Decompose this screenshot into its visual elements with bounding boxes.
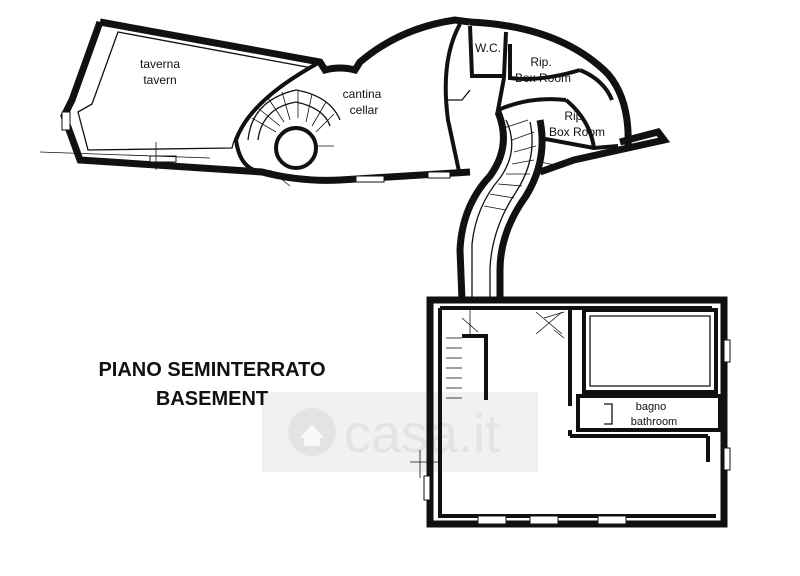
room-bagno-en: bathroom <box>631 416 677 428</box>
connecting-corridor <box>456 110 546 301</box>
room-cantina-en: cellar <box>350 103 379 117</box>
north-wing-walls <box>39 16 671 187</box>
room-taverna-en: tavern <box>143 73 176 87</box>
room-wc: W.C. <box>475 41 501 55</box>
room-rip2-it: Rip. <box>564 109 585 123</box>
room-rip2-en: Box Room <box>549 125 605 139</box>
south-block-walls <box>410 296 731 528</box>
room-taverna-it: taverna <box>140 57 180 71</box>
casa-house-icon <box>288 408 336 456</box>
plan-title-line2: BASEMENT <box>156 388 268 410</box>
room-bagno-it: bagno <box>636 401 667 413</box>
casa-watermark: casa.it <box>262 392 538 472</box>
spiral-staircase <box>247 89 341 170</box>
room-rip1-it: Rip. <box>530 55 551 69</box>
watermark-text: casa.it <box>344 404 500 464</box>
room-cantina-it: cantina <box>343 87 382 101</box>
plan-title-line1: PIANO SEMINTERRATO <box>98 359 325 381</box>
room-rip1-en: Box Room <box>515 71 571 85</box>
